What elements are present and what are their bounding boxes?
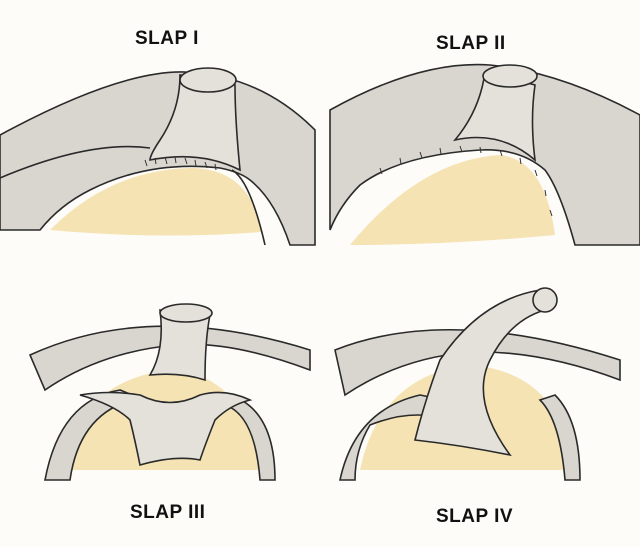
label-slap-4: SLAP IV	[436, 506, 514, 527]
labrum	[329, 63, 640, 246]
label-slap-2: SLAP II	[436, 33, 506, 54]
biceps-tendon-stump	[159, 303, 213, 323]
biceps-tendon-stump	[482, 64, 538, 88]
panel-slap-2	[329, 63, 640, 246]
bucket-handle-tear	[79, 391, 253, 467]
labrum	[28, 325, 311, 392]
fraying	[379, 145, 553, 217]
label-slap-3: SLAP III	[130, 502, 206, 523]
glenoid-surface	[350, 155, 555, 245]
panel-slap-3	[28, 303, 311, 481]
glenoid-surface	[50, 168, 262, 236]
label-slap-1: SLAP I	[135, 28, 199, 49]
biceps-tendon	[149, 74, 241, 172]
biceps-tendon	[148, 309, 211, 382]
labrum	[334, 328, 621, 397]
panel-slap-1	[0, 67, 316, 246]
biceps-tendon-stump	[179, 67, 237, 93]
biceps-tendon-stump	[532, 287, 558, 313]
torn-biceps-tendon	[414, 289, 546, 457]
panel-slap-4	[334, 287, 621, 481]
biceps-tendon	[452, 70, 537, 162]
fraying	[144, 156, 217, 171]
